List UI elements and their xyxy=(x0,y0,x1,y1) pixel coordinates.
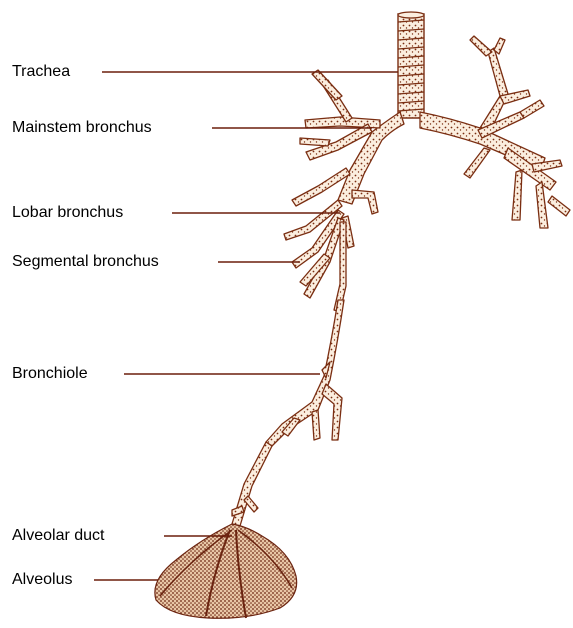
label-alveolar-duct: Alveolar duct xyxy=(12,527,105,545)
trachea-shape xyxy=(398,12,424,118)
alveolus-shape xyxy=(155,524,297,618)
label-bronchiole: Bronchiole xyxy=(12,365,88,383)
label-segmental-bronchus: Segmental bronchus xyxy=(12,253,159,271)
label-alveolus: Alveolus xyxy=(12,571,72,589)
right-bronchial-tree xyxy=(420,36,570,228)
left-bronchial-tree xyxy=(232,70,404,526)
label-lobar-bronchus: Lobar bronchus xyxy=(12,204,123,222)
label-trachea: Trachea xyxy=(12,63,70,81)
label-mainstem-bronchus: Mainstem bronchus xyxy=(12,119,152,137)
